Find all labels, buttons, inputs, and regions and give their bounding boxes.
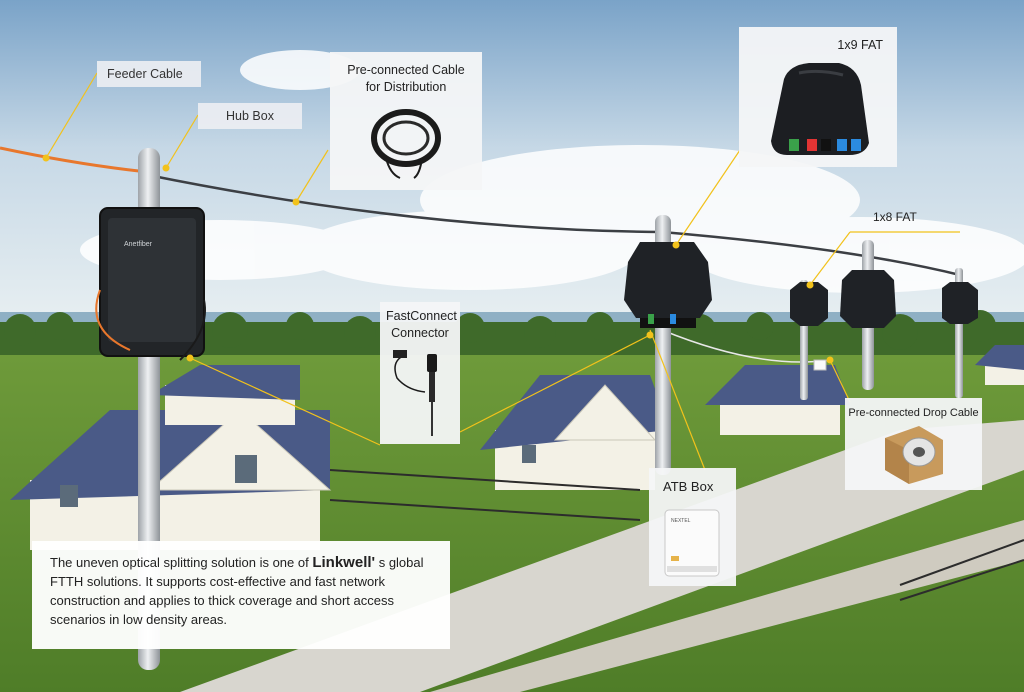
fastconnect-card: FastConnect Connector bbox=[380, 302, 460, 444]
description-suffix: s global FTTH solutions. It supports cos… bbox=[50, 555, 424, 627]
preconnected-cable-card: Pre-connected Cable for Distribution bbox=[330, 52, 482, 190]
fastconnect-connector-icon bbox=[393, 350, 437, 436]
atb-box-label: ATB Box bbox=[663, 479, 714, 494]
brand-name: Linkwell' bbox=[312, 554, 376, 571]
atb-brand: NEXTEL bbox=[671, 518, 691, 524]
hub-box-label: Hub Box bbox=[198, 103, 302, 129]
description-prefix: The uneven optical splitting solution is… bbox=[50, 555, 313, 570]
fat-1x9-device bbox=[624, 242, 712, 328]
preconnected-cable-label: Pre-connected Cable for Distribution bbox=[347, 63, 465, 94]
house-far-right bbox=[975, 345, 1024, 385]
fences bbox=[329, 469, 1024, 601]
fastconnect-label: FastConnect Connector bbox=[386, 309, 457, 340]
atb-wall-box bbox=[813, 359, 827, 371]
leader-lines bbox=[45, 72, 960, 471]
cable-coil-icon bbox=[371, 109, 441, 179]
feeder-cable bbox=[0, 146, 149, 174]
fat-1x9-icon bbox=[771, 63, 869, 155]
house-center bbox=[480, 375, 670, 490]
leader-dots bbox=[42, 154, 834, 364]
house-front-left bbox=[10, 409, 332, 550]
fat-1x9-label: 1x9 FAT bbox=[837, 38, 883, 52]
drop-cable-spool-icon bbox=[885, 426, 943, 484]
fat-1x9-card: 1x9 FAT bbox=[739, 27, 897, 167]
feeder-cable-label: Feeder Cable bbox=[97, 61, 201, 87]
fat-1x8-label: 1x8 FAT bbox=[873, 210, 917, 224]
hub-box: Anetfiber bbox=[95, 207, 206, 361]
solution-description: The uneven optical splitting solution is… bbox=[32, 541, 450, 649]
footpath bbox=[430, 520, 1024, 692]
atb-box-card: ATB Box NEXTEL bbox=[649, 468, 736, 586]
house-right bbox=[705, 365, 850, 435]
atb-box-icon: NEXTEL bbox=[664, 509, 720, 577]
drop-cables bbox=[661, 329, 831, 363]
drop-cable-card: Pre-connected Drop Cable bbox=[845, 398, 982, 490]
hub-brand: Anetfiber bbox=[124, 241, 153, 248]
fat-1x8-devices bbox=[790, 270, 978, 328]
drop-cable-label: Pre-connected Drop Cable bbox=[848, 407, 979, 419]
